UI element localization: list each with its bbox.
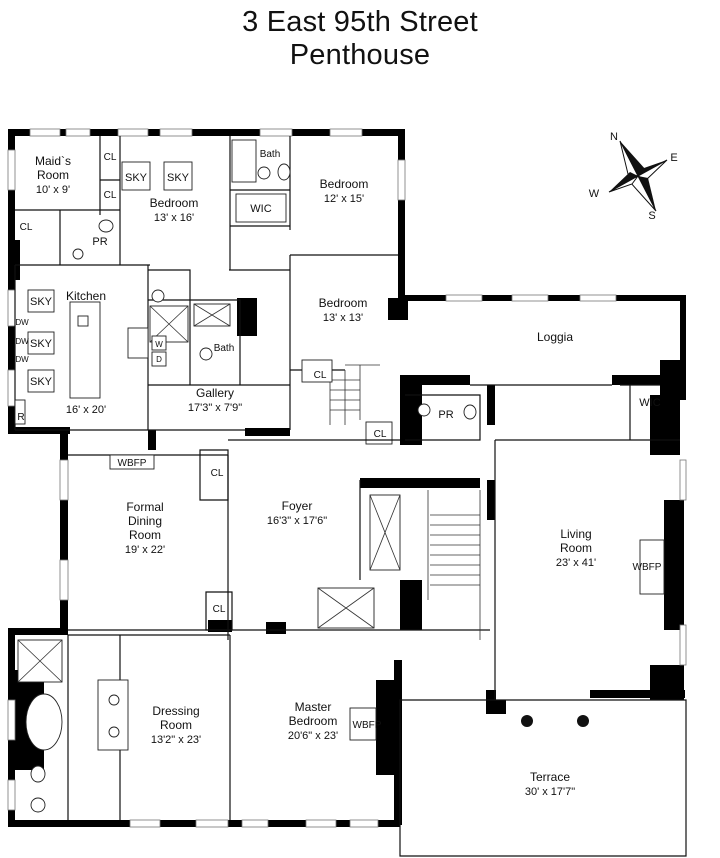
master-dims: 20'6" x 23' (288, 730, 338, 742)
sky-label: SKY (30, 376, 53, 388)
compass-s: S (648, 210, 655, 222)
dw-label: DW (15, 337, 29, 346)
sky-label: SKY (30, 338, 53, 350)
bedroom-b-name: Bedroom (320, 177, 369, 191)
pr-label: PR (92, 236, 107, 248)
master-name1: Master (295, 700, 332, 714)
dining-name3: Room (129, 528, 161, 542)
kitchen-dims: 16' x 20' (66, 404, 106, 416)
terrace-dims: 30' x 17'7" (525, 786, 575, 798)
d-label: D (156, 355, 162, 364)
wic-label: WIC (639, 397, 660, 409)
gallery-dims: 17'3" x 7'9" (188, 402, 242, 414)
terrace-name: Terrace (530, 770, 570, 784)
foyer-dims: 16'3" x 17'6" (267, 515, 327, 527)
plan-title: 3 East 95th Street Penthouse (0, 6, 720, 72)
dining-name2: Dining (128, 514, 162, 528)
maids-room-name1: Maid`s (35, 154, 71, 168)
compass-w: W (589, 188, 600, 200)
dressing-dims: 13'2" x 23' (151, 734, 201, 746)
sky-label: SKY (125, 172, 148, 184)
cl-label: CL (213, 604, 226, 615)
bath-label: Bath (214, 343, 235, 354)
compass-n: N (610, 131, 618, 143)
gallery-name: Gallery (196, 386, 234, 400)
r-label: R (17, 412, 24, 423)
pr-label: PR (438, 409, 453, 421)
windows (7, 128, 687, 828)
interior-walls (14, 136, 687, 857)
foyer-name: Foyer (282, 499, 313, 513)
dining-dims: 19' x 22' (125, 544, 165, 556)
wic-label: WIC (250, 203, 271, 215)
wbfp-label: WBFP (633, 562, 662, 573)
cl-label: CL (314, 370, 327, 381)
compass-e: E (670, 152, 677, 164)
bedroom-c-name: Bedroom (319, 296, 368, 310)
cl-label: CL (211, 468, 224, 479)
sky-label: SKY (167, 172, 190, 184)
cl-label: CL (374, 429, 387, 440)
kitchen-name: Kitchen (66, 289, 106, 303)
dw-label: DW (15, 318, 29, 327)
maids-room-dims: 10' x 9' (36, 184, 70, 196)
master-name2: Bedroom (289, 714, 338, 728)
bath-label: Bath (260, 149, 281, 160)
cl-label: CL (104, 152, 117, 163)
cl-label: CL (20, 222, 33, 233)
compass-rose-icon: N E S W (589, 131, 678, 222)
dining-name1: Formal (126, 500, 163, 514)
loggia-name: Loggia (537, 330, 573, 344)
plan-title-line2: Penthouse (289, 39, 431, 71)
living-dims: 23' x 41' (556, 557, 596, 569)
bedroom-c-dims: 13' x 13' (323, 312, 363, 324)
room-labels: Maid`s Room 10' x 9' Bedroom 13' x 16' B… (35, 154, 596, 798)
dw-label: DW (15, 355, 29, 364)
wbfp-label: WBFP (118, 458, 147, 469)
plan-title-line1: 3 East 95th Street (242, 6, 478, 38)
maids-room-name2: Room (37, 168, 69, 182)
w-label: W (155, 340, 163, 349)
fixture-labels: CL CL CL SKY SKY Bath WIC PR SKY SKY SKY… (15, 149, 661, 731)
sky-label: SKY (30, 296, 53, 308)
bedroom-a-name: Bedroom (150, 196, 199, 210)
wbfp-label: WBFP (353, 720, 382, 731)
dressing-name2: Room (160, 718, 192, 732)
bedroom-a-dims: 13' x 16' (154, 212, 194, 224)
bedroom-b-dims: 12' x 15' (324, 193, 364, 205)
cl-label: CL (104, 190, 117, 201)
living-name2: Room (560, 541, 592, 555)
living-name1: Living (560, 527, 591, 541)
dressing-name1: Dressing (152, 704, 199, 718)
